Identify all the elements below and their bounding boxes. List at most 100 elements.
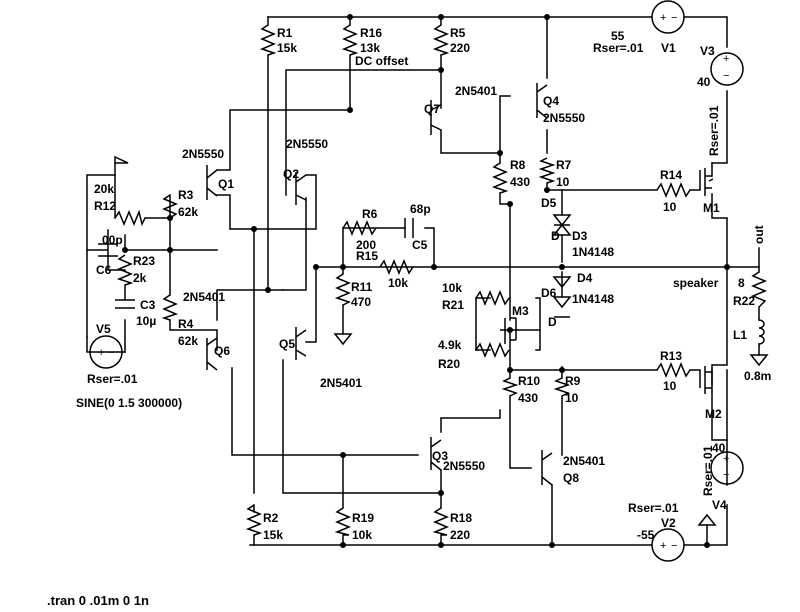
q5-ref: Q5 bbox=[279, 337, 295, 351]
q4-model: 2N5550 bbox=[543, 111, 585, 125]
svg-text:−: − bbox=[723, 469, 729, 481]
svg-text:+: + bbox=[98, 347, 104, 359]
m3-mosfet-icon bbox=[500, 317, 517, 344]
v1-ref: V1 bbox=[661, 41, 676, 55]
v4-param: Rser=.01 bbox=[701, 445, 715, 496]
v5-ref: V5 bbox=[96, 322, 111, 336]
ground-input-icon bbox=[114, 155, 129, 164]
r14-value: 10 bbox=[663, 200, 677, 214]
r20-value: 4.9k bbox=[438, 338, 462, 352]
r20-ref: R20 bbox=[438, 357, 460, 371]
r19-symbol bbox=[334, 507, 351, 536]
m3-ref: M3 bbox=[512, 304, 529, 318]
r20-symbol bbox=[475, 342, 510, 358]
r7-ref: R7 bbox=[556, 158, 572, 172]
svg-text:−: − bbox=[723, 70, 729, 82]
svg-text:−: − bbox=[671, 540, 677, 552]
q3-npn-icon bbox=[430, 437, 442, 471]
r8-value: 430 bbox=[510, 175, 530, 189]
l1-value: 0.8m bbox=[744, 369, 771, 383]
r5-ref: R5 bbox=[450, 26, 466, 40]
r9-value: 10 bbox=[565, 391, 579, 405]
r1-value: 15k bbox=[277, 41, 297, 55]
l1-ref: L1 bbox=[733, 328, 747, 342]
c6-value: 00p bbox=[102, 233, 123, 247]
r15-value: 10k bbox=[388, 276, 408, 290]
q2-npn-icon bbox=[295, 172, 307, 205]
q4-npn-icon bbox=[536, 83, 548, 119]
r15-ref: R15 bbox=[356, 249, 378, 263]
r23-symbol bbox=[116, 254, 134, 286]
r8-symbol bbox=[491, 162, 509, 194]
q5-model: 2N5401 bbox=[320, 376, 362, 390]
junction-dots bbox=[122, 14, 730, 548]
ground-r11-icon bbox=[333, 333, 353, 346]
q8-pnp-icon bbox=[541, 450, 553, 486]
ground-symbols bbox=[114, 155, 769, 526]
r5-symbol bbox=[432, 24, 450, 56]
svg-text:−: − bbox=[671, 12, 677, 24]
r13-symbol bbox=[656, 362, 691, 378]
v2-source-icon: + − bbox=[651, 528, 685, 562]
r1-symbol bbox=[259, 24, 277, 56]
wires bbox=[86, 16, 760, 546]
svg-text:+: + bbox=[723, 453, 729, 465]
d4-model: 1N4148 bbox=[572, 292, 614, 306]
r7-value: 10 bbox=[556, 175, 570, 189]
q3-model: 2N5550 bbox=[443, 459, 485, 473]
q1-model: 2N5550 bbox=[182, 147, 224, 161]
q2-ref: Q2 bbox=[283, 167, 299, 181]
v2-ref: V2 bbox=[661, 516, 676, 530]
r23-ref: R23 bbox=[133, 254, 155, 268]
d5-ref: D5 bbox=[541, 196, 557, 210]
q7-ref: Q7 bbox=[424, 102, 440, 116]
svg-text:+: + bbox=[660, 540, 666, 552]
r21-symbol bbox=[475, 290, 510, 306]
d3-ref: D3 bbox=[572, 229, 588, 243]
r23-value: 2k bbox=[133, 271, 147, 285]
mosfet-symbols bbox=[500, 168, 714, 394]
d6-symbol bbox=[552, 296, 572, 318]
v4-source-icon: + − bbox=[710, 451, 744, 485]
r21-value: 10k bbox=[442, 281, 462, 295]
r9-ref: R9 bbox=[565, 374, 581, 388]
r10-symbol bbox=[501, 377, 519, 397]
diode-symbols bbox=[552, 214, 572, 318]
r22-ref: R22 bbox=[733, 294, 755, 308]
ground-v2-icon bbox=[697, 513, 717, 526]
m1-ref: M1 bbox=[703, 201, 720, 215]
c3-symbol bbox=[115, 299, 135, 309]
r9-symbol bbox=[553, 377, 571, 397]
v3-value: 40 bbox=[697, 75, 711, 89]
v1-source-icon: + − bbox=[651, 0, 685, 34]
v2-value: -55 bbox=[637, 528, 655, 542]
svg-text:+: + bbox=[723, 53, 729, 65]
r13-value: 10 bbox=[663, 379, 677, 393]
r22-note: speaker bbox=[673, 276, 719, 290]
q4-ref: Q4 bbox=[543, 94, 559, 108]
v1-param: Rser=.01 bbox=[593, 41, 644, 55]
c3-value: 10µ bbox=[136, 314, 156, 328]
r14-symbol bbox=[656, 182, 691, 198]
q1-npn-icon bbox=[206, 165, 218, 200]
r11-value: 470 bbox=[351, 295, 371, 309]
d4-ref: D4 bbox=[577, 271, 593, 285]
r2-value: 15k bbox=[263, 528, 283, 542]
r12-symbol bbox=[114, 209, 146, 227]
r7-symbol bbox=[538, 157, 556, 184]
q2-model: 2N5550 bbox=[286, 137, 328, 151]
r8-ref: R8 bbox=[510, 158, 526, 172]
v1-value: 55 bbox=[611, 29, 625, 43]
svg-text:−: − bbox=[108, 347, 114, 359]
r19-value: 10k bbox=[352, 528, 372, 542]
r21-ref: R21 bbox=[442, 298, 464, 312]
q1-ref: Q1 bbox=[218, 177, 234, 191]
v2-param: Rser=.01 bbox=[628, 501, 679, 515]
r2-ref: R2 bbox=[263, 511, 279, 525]
v3-ref: V3 bbox=[700, 44, 715, 58]
r3-value: 62k bbox=[178, 205, 198, 219]
r22-value: 8 bbox=[738, 276, 745, 290]
q7-model: 2N5401 bbox=[455, 84, 497, 98]
q6-ref: Q6 bbox=[214, 344, 230, 358]
q8-model: 2N5401 bbox=[563, 454, 605, 468]
